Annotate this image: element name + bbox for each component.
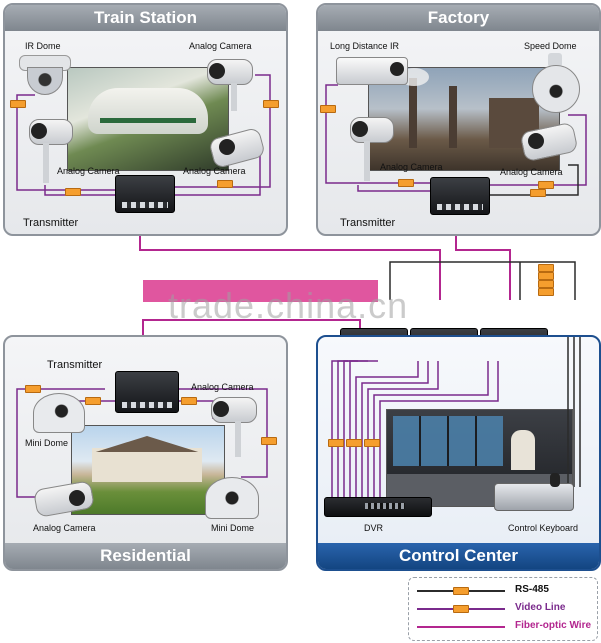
legend-label-rs485: RS-485 [515,584,549,595]
panel-train-station: Train Station IR Dome Analog Camera Anal… [3,3,288,236]
label-dvr: DVR [364,523,384,533]
label-control-keyboard: Control Keyboard [508,523,579,533]
label-analog-camera: Analog Camera [57,166,120,176]
transmitter-icon [115,371,179,413]
factory-video-lines [325,84,587,196]
ir-dome-camera-icon [19,55,71,97]
analog-camera-icon [208,126,266,170]
label-analog-camera: Analog Camera [500,167,563,177]
label-transmitter: Transmitter [23,217,79,229]
speed-dome-camera-icon [530,53,580,115]
label-speed-dome: Speed Dome [524,41,577,51]
control-keyboard-icon [494,473,574,511]
label-transmitter: Transmitter [340,217,396,229]
label-analog-camera: Analog Camera [380,162,443,172]
video-tag [346,439,362,447]
panel-title: Control Center [318,543,599,569]
video-tag [217,180,233,188]
legend: RS-485 Video Line Fiber-optic Wire [408,577,598,641]
panel-residential: Residential Transmitter Analog Camera Mi… [3,335,288,571]
analog-camera-icon [211,393,261,463]
panel-factory: Factory Long Distance IR Speed Dome Anal… [316,3,601,236]
transmitter-icon [430,177,490,215]
label-long-distance-ir: Long Distance IR [330,41,400,51]
rs485-tag [538,280,554,288]
label-ir-dome: IR Dome [25,41,61,51]
transmitter-icon [115,175,175,213]
label-transmitter: Transmitter [47,359,103,371]
dvr-icon [324,497,432,517]
video-tag [538,181,554,189]
video-tag [320,105,336,113]
analog-camera-icon [33,480,95,518]
video-tag [65,188,81,196]
legend-label-video-line: Video Line [515,602,566,613]
rs485-tag [538,288,554,296]
panel-title: Residential [5,543,286,569]
legend-item-fiber-optic: Fiber-optic Wire [417,620,592,634]
video-tag [10,100,26,108]
label-analog-camera: Analog Camera [183,166,246,176]
legend-label-fiber-optic: Fiber-optic Wire [515,620,592,631]
panel-title: Factory [318,5,599,31]
train-photo [67,67,229,171]
rs485-tag [538,272,554,280]
mini-dome-camera-icon [205,477,259,519]
watermark: trade.china.cn [168,285,409,326]
analog-camera-icon [519,121,580,167]
label-analog-camera: Analog Camera [33,523,96,533]
label-analog-camera: Analog Camera [189,41,252,51]
fiber-banner [143,280,378,302]
video-tag [364,439,380,447]
panel-control-center: Control Center DVR Control Keyboard [316,335,601,571]
long-distance-ir-camera-icon [336,57,408,87]
legend-item-rs485: RS-485 [417,584,589,598]
video-tag [261,437,277,445]
analog-camera-icon [207,55,257,115]
video-tag [263,100,279,108]
video-tag [181,397,197,405]
label-analog-camera: Analog Camera [191,382,254,392]
label-mini-dome: Mini Dome [211,523,255,533]
video-tag [328,439,344,447]
video-tag [25,385,41,393]
panel-title: Train Station [5,5,286,31]
video-tag [85,397,101,405]
rs485-tag [538,264,554,272]
control-video-lines [331,337,581,497]
label-mini-dome: Mini Dome [25,438,69,448]
mini-dome-camera-icon [33,393,85,435]
rs485-tag [530,189,546,197]
analog-camera-icon [25,115,73,187]
residential-photo [71,425,225,515]
video-tag [398,179,414,187]
analog-camera-icon [346,113,394,185]
rs485-line [389,261,576,300]
legend-item-video-line: Video Line [417,602,589,616]
